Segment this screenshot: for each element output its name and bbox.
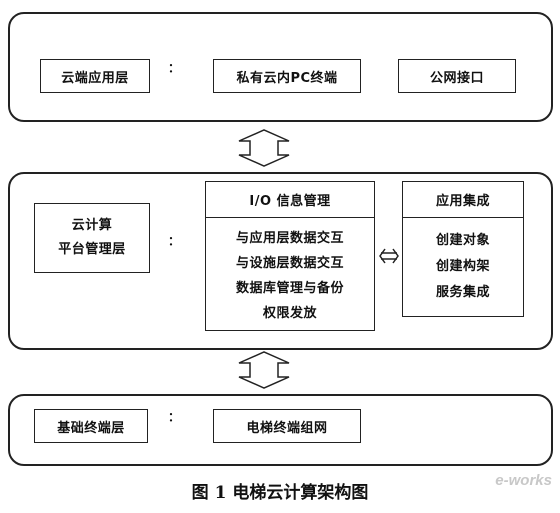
app-item-create-object: 创建对象 — [435, 233, 490, 248]
io-management-panel: I/O 信息管理 与应用层数据交互 与设施层数据交互 数据库管理与备份 权限发放 — [205, 181, 375, 331]
app-integration-list: 创建对象 创建构架 服务集成 — [403, 218, 523, 306]
platform-management-label: 云计算 平台管理层 — [34, 203, 150, 273]
io-item-facility-data: 与设施层数据交互 — [235, 256, 344, 271]
private-cloud-pc-box: 私有云内PC终端 — [213, 59, 361, 93]
app-integration-title: 应用集成 — [403, 182, 523, 218]
io-management-list: 与应用层数据交互 与设施层数据交互 数据库管理与备份 权限发放 — [206, 218, 374, 326]
io-item-database: 数据库管理与备份 — [235, 281, 344, 296]
vertical-double-arrow-icon — [238, 129, 290, 167]
figure-caption: 图 1 电梯云计算架构图 — [191, 483, 369, 503]
bottom-layer-separator: ： — [168, 410, 181, 424]
app-item-create-structure: 创建构架 — [435, 259, 490, 274]
io-item-app-data: 与应用层数据交互 — [235, 231, 344, 246]
bottom-layer-frame — [8, 394, 553, 466]
public-interface-box: 公网接口 — [398, 59, 516, 93]
horizontal-double-arrow-icon — [379, 248, 399, 264]
platform-label-line2: 平台管理层 — [58, 242, 126, 257]
top-layer-frame — [8, 12, 553, 122]
app-integration-panel: 应用集成 创建对象 创建构架 服务集成 — [402, 181, 524, 317]
platform-label-line1: 云计算 — [71, 218, 113, 233]
elevator-network-box: 电梯终端组网 — [213, 409, 361, 443]
middle-layer-frame — [8, 172, 553, 350]
vertical-double-arrow-icon — [238, 351, 290, 389]
basic-terminal-label: 基础终端层 — [34, 409, 148, 443]
watermark-logo: e-works — [495, 472, 552, 489]
io-item-permissions: 权限发放 — [262, 306, 317, 321]
io-management-title: I/O 信息管理 — [206, 182, 374, 218]
top-layer-label: 云端应用层 — [40, 59, 150, 93]
middle-layer-separator: ： — [168, 234, 181, 248]
top-layer-separator: ： — [168, 61, 181, 75]
app-item-service-integration: 服务集成 — [435, 285, 490, 300]
